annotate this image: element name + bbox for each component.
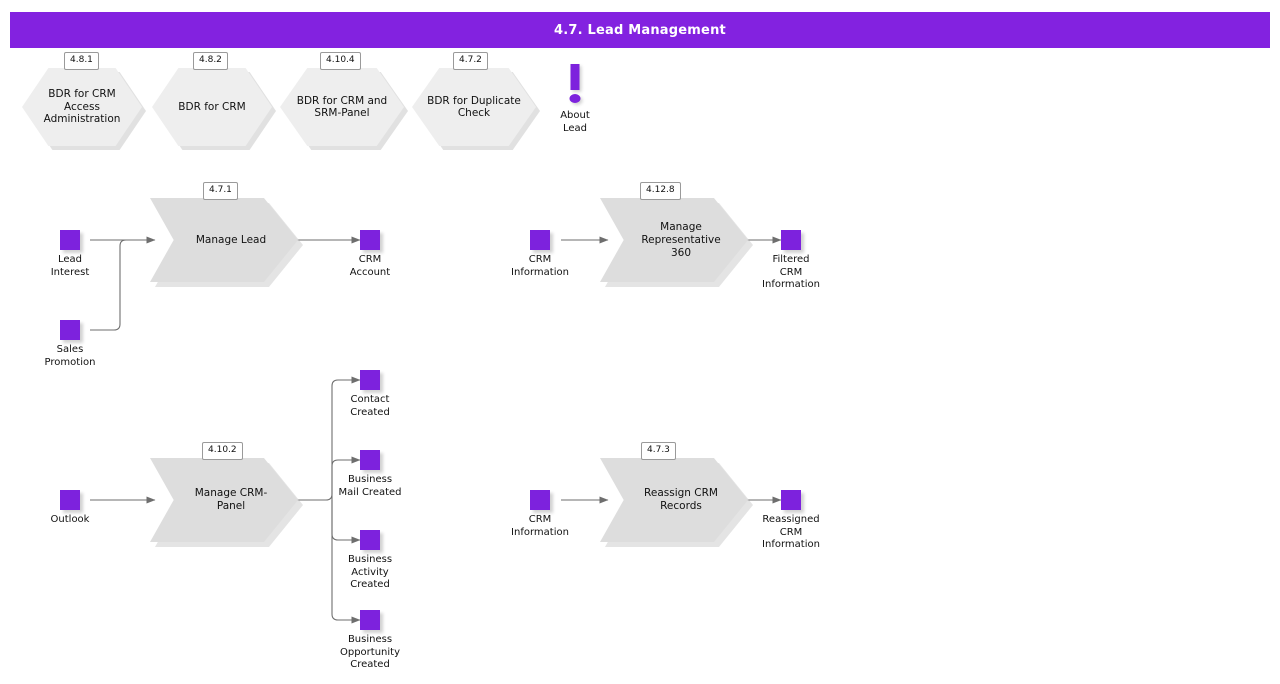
data-object-icon [530,490,550,510]
chevron-shape: Manage Lead [150,198,298,282]
data-object-icon [60,490,80,510]
process-label: Manage CRM-Panel [194,487,268,512]
object-label: Outlook [50,514,90,525]
data-object-icon [60,320,80,340]
page-header: 4.7. Lead Management [10,12,1270,48]
process-label: Manage Lead [195,233,267,246]
badge-reassign-crm-records: 4.7.3 [641,442,676,460]
badge-manage-representative-360: 4.12.8 [640,182,681,200]
bdr-label: BDR for CRM [178,100,246,113]
badge-bdr-3: 4.10.4 [320,52,361,70]
hex-shape: BDR for CRM [152,68,272,146]
page-title: 4.7. Lead Management [554,22,726,38]
badge-bdr-1: 4.8.1 [64,52,99,70]
exclamation-dot-icon [569,94,581,103]
data-object-icon [781,490,801,510]
badge-manage-crm-panel: 4.10.2 [202,442,243,460]
badge-bdr-2: 4.8.2 [193,52,228,70]
data-object-icon [360,530,380,550]
data-object-icon [360,370,380,390]
data-object-icon [781,230,801,250]
bdr-node-crm[interactable]: BDR for CRM [152,68,276,150]
data-object-icon [360,610,380,630]
object-outlook[interactable]: Outlook [51,490,89,525]
data-object-icon [530,230,550,250]
chevron-shape: Manage CRM-Panel [150,458,298,542]
data-object-icon [60,230,80,250]
process-manage-lead[interactable]: Manage Lead [150,198,303,287]
data-object-icon [360,230,380,250]
wire-sales-promotion-to-manage-lead [90,239,150,331]
badge-bdr-4: 4.7.2 [453,52,488,70]
process-manage-crm-panel[interactable]: Manage CRM-Panel [150,458,303,547]
exclamation-icon [570,64,580,90]
badge-manage-lead: 4.7.1 [203,182,238,200]
data-object-icon [360,450,380,470]
wire-manage-crm-panel-to-business-activity-created [331,500,361,544]
